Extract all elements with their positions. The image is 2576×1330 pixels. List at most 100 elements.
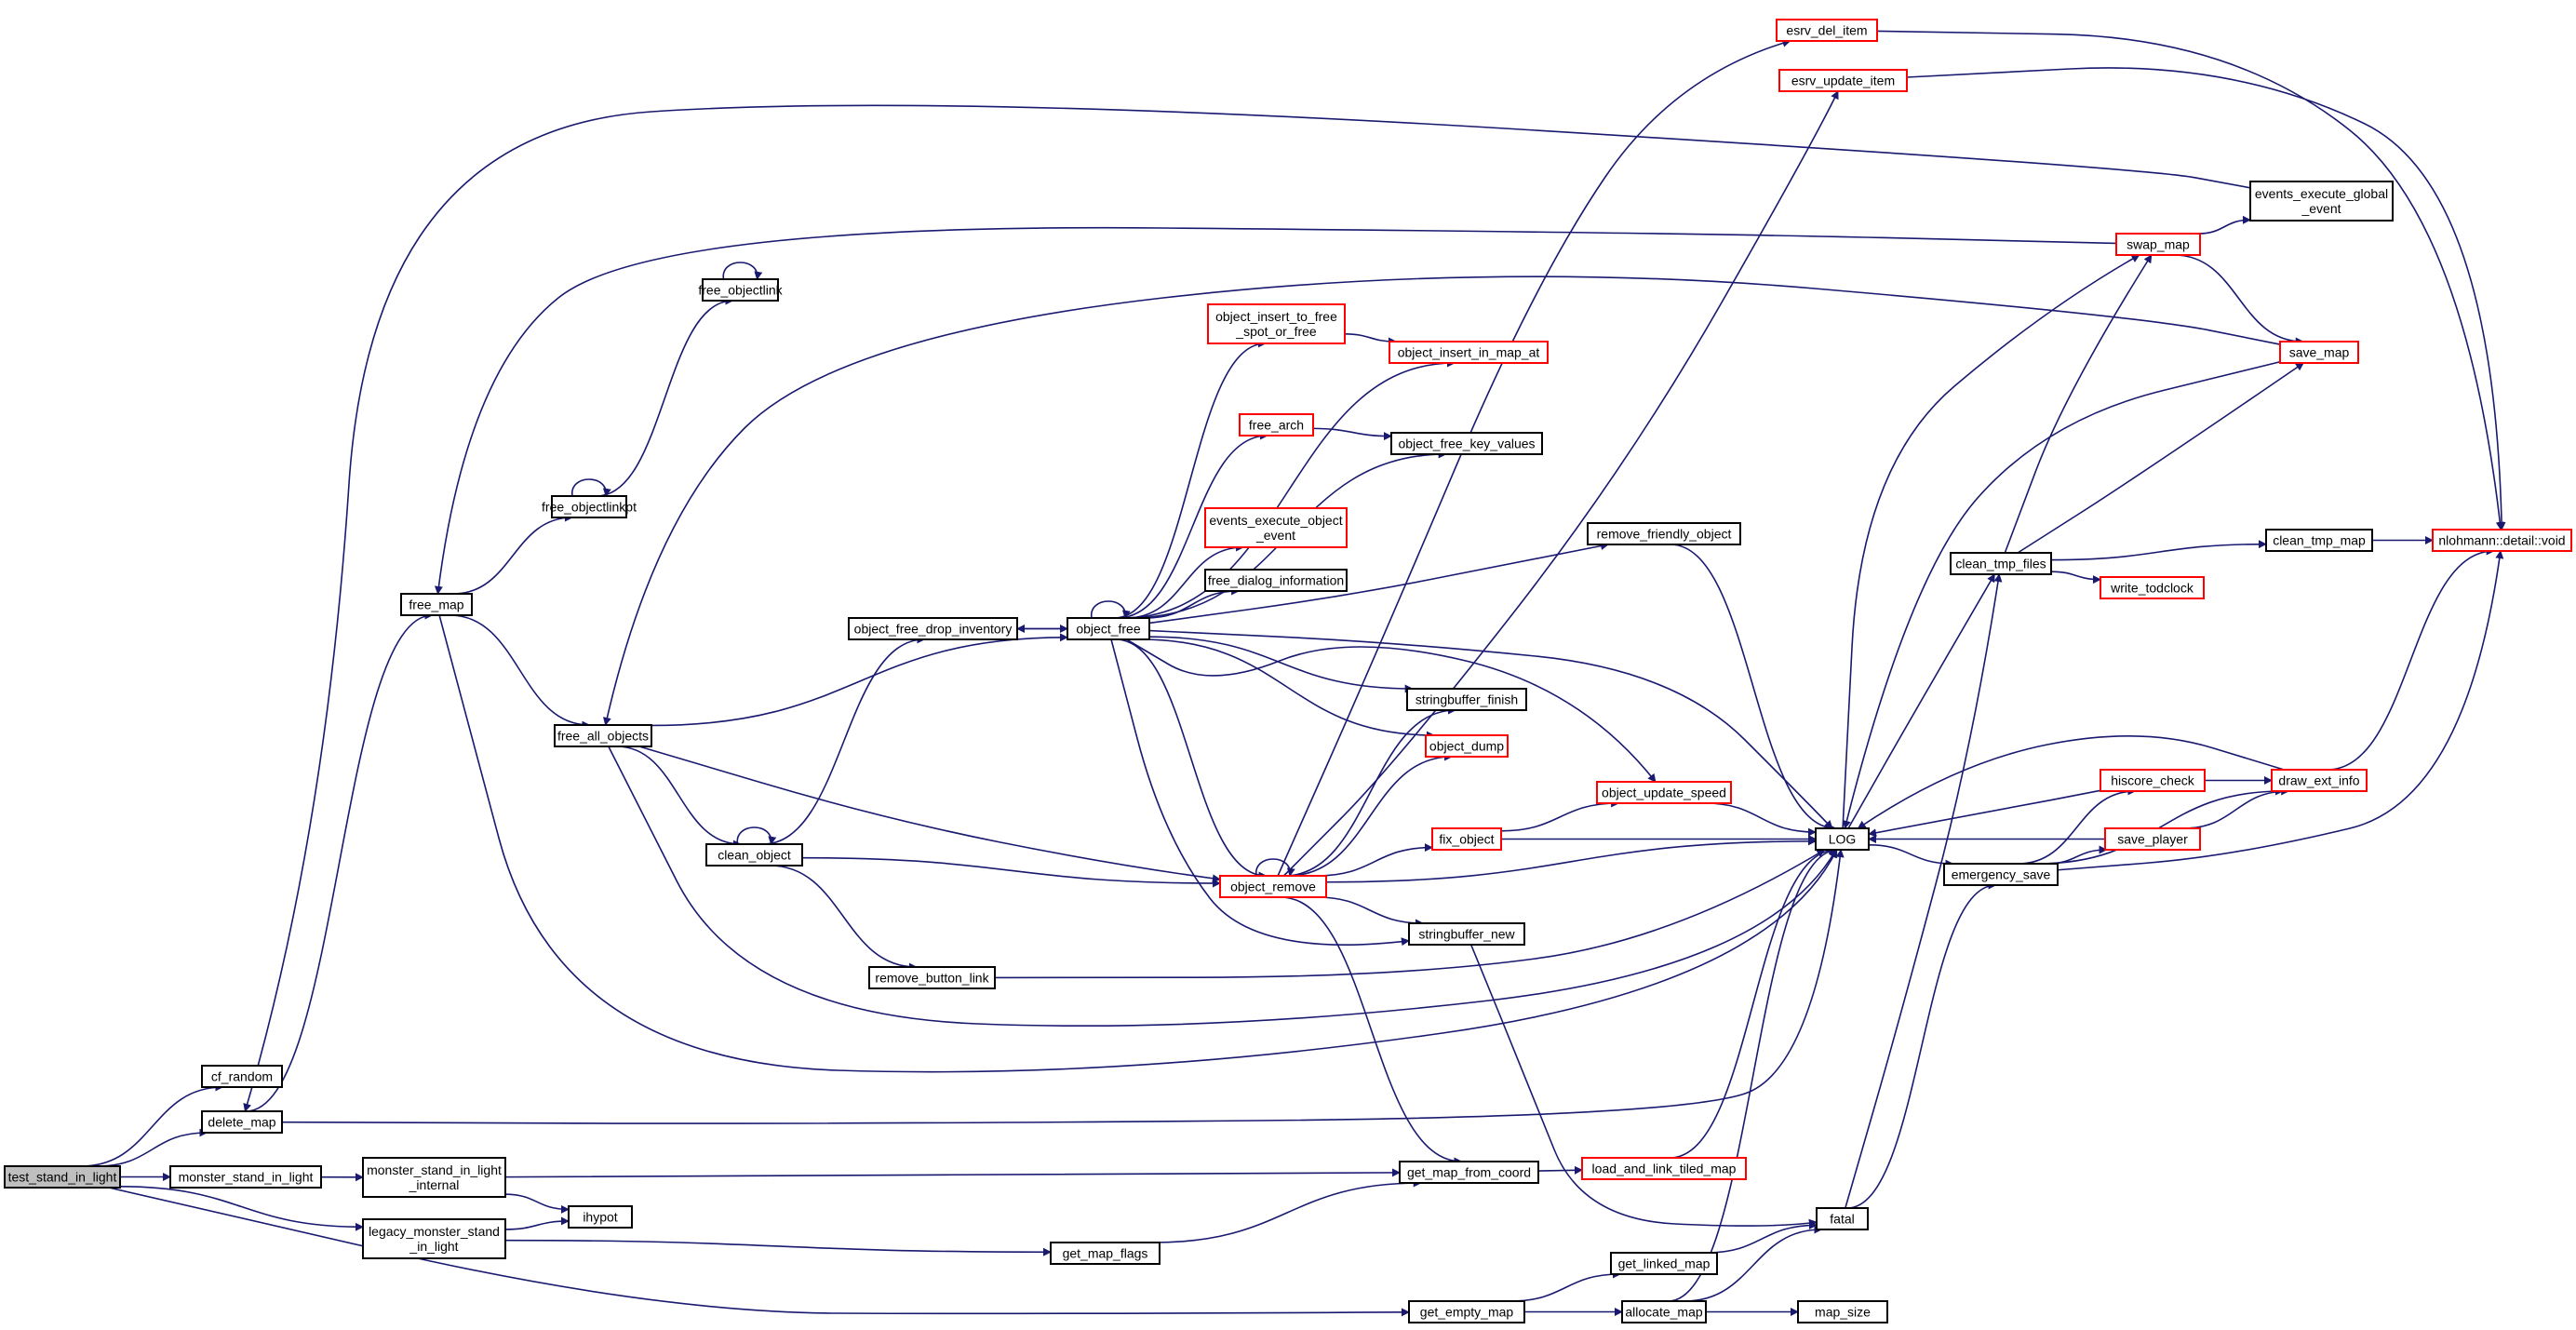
node-box[interactable] (1408, 1300, 1525, 1323)
node-events-execute-object-event[interactable]: events_execute_object_event (1204, 507, 1348, 548)
node-box[interactable] (1204, 507, 1348, 548)
node-get-map-from-coord[interactable]: get_map_from_coord (1399, 1161, 1539, 1184)
node-clean-tmp-files[interactable]: clean_tmp_files (1950, 552, 2052, 575)
node-delete-map[interactable]: delete_map (201, 1110, 283, 1134)
node-legacy-monster-stand-in-light[interactable]: legacy_monster_stand_in_light (362, 1218, 506, 1259)
node-LOG[interactable]: LOG (1815, 827, 1870, 851)
node-object-free-key-values[interactable]: object_free_key_values (1390, 432, 1543, 455)
node-box[interactable] (2249, 181, 2394, 222)
node-box[interactable] (2432, 529, 2572, 552)
node-write-todclock[interactable]: write_todclock (2100, 576, 2205, 599)
node-box[interactable] (554, 724, 652, 747)
node-box[interactable] (201, 1065, 283, 1088)
node-monster-stand-in-light-internal[interactable]: monster_stand_in_light_internal (362, 1157, 506, 1198)
node-free-dialog-information[interactable]: free_dialog_information (1204, 569, 1348, 592)
node-box[interactable] (169, 1165, 322, 1189)
node-box[interactable] (1815, 827, 1870, 851)
node-save-map[interactable]: save_map (2279, 341, 2359, 364)
node-stringbuffer-new[interactable]: stringbuffer_new (1408, 922, 1525, 946)
node-box[interactable] (1408, 922, 1525, 946)
node-free-all-objects[interactable]: free_all_objects (554, 724, 652, 747)
node-box[interactable] (1399, 1161, 1539, 1184)
node-cf-random[interactable]: cf_random (201, 1065, 283, 1088)
node-draw-ext-info[interactable]: draw_ext_info (2271, 769, 2368, 792)
node-box[interactable] (1204, 569, 1348, 592)
node-swap-map[interactable]: swap_map (2115, 233, 2201, 256)
node-box[interactable] (2265, 529, 2373, 552)
node-object-free[interactable]: object_free (1067, 617, 1150, 640)
node-nlohmann-detail-void[interactable]: nlohmann::detail::void (2432, 529, 2572, 552)
node-free-objectlink[interactable]: free_objectlink (698, 278, 784, 302)
node-remove-friendly-object[interactable]: remove_friendly_object (1587, 522, 1741, 545)
node-box[interactable] (1581, 1157, 1747, 1180)
node-get-map-flags[interactable]: get_map_flags (1050, 1242, 1161, 1265)
node-box[interactable] (1425, 734, 1509, 758)
node-events-execute-global-event[interactable]: events_execute_global_event (2249, 181, 2394, 222)
node-esrv-del-item[interactable]: esrv_del_item (1776, 19, 1878, 42)
node-box[interactable] (1390, 432, 1543, 455)
node-save-player[interactable]: save_player (2104, 827, 2201, 851)
node-box[interactable] (2279, 341, 2359, 364)
node-box[interactable] (1797, 1300, 1888, 1323)
node-box[interactable] (1816, 1207, 1869, 1230)
node-test-stand-in-light[interactable]: test_stand_in_light (4, 1165, 121, 1189)
node-fatal[interactable]: fatal (1816, 1207, 1869, 1230)
node-clean-tmp-map[interactable]: clean_tmp_map (2265, 529, 2373, 552)
node-box[interactable] (2100, 576, 2205, 599)
node-box[interactable] (1776, 19, 1878, 42)
node-object-update-speed[interactable]: object_update_speed (1596, 781, 1732, 804)
node-box[interactable] (1950, 552, 2052, 575)
node-get-empty-map[interactable]: get_empty_map (1408, 1300, 1525, 1323)
node-box[interactable] (1050, 1242, 1161, 1265)
node-box[interactable] (1610, 1252, 1718, 1275)
node-free-arch[interactable]: free_arch (1239, 413, 1314, 437)
node-esrv-update-item[interactable]: esrv_update_item (1778, 69, 1908, 92)
node-emergency-save[interactable]: emergency_save (1943, 863, 2059, 886)
node-box[interactable] (551, 495, 627, 518)
node-box[interactable] (568, 1205, 633, 1229)
node-stringbuffer-finish[interactable]: stringbuffer_finish (1406, 688, 1527, 711)
node-box[interactable] (4, 1165, 121, 1189)
node-box[interactable] (1067, 617, 1150, 640)
node-object-insert-in-map-at[interactable]: object_insert_in_map_at (1389, 341, 1549, 364)
node-box[interactable] (1431, 827, 1502, 851)
node-box[interactable] (400, 593, 473, 616)
node-box[interactable] (2104, 827, 2201, 851)
node-box[interactable] (702, 278, 779, 302)
node-box[interactable] (1621, 1300, 1707, 1323)
node-map-size[interactable]: map_size (1797, 1300, 1888, 1323)
node-free-map[interactable]: free_map (400, 593, 473, 616)
node-object-remove[interactable]: object_remove (1219, 875, 1327, 898)
node-allocate-map[interactable]: allocate_map (1621, 1300, 1707, 1323)
node-clean-object[interactable]: clean_object (705, 843, 803, 867)
node-box[interactable] (1596, 781, 1732, 804)
node-monster-stand-in-light[interactable]: monster_stand_in_light (169, 1165, 322, 1189)
node-box[interactable] (1239, 413, 1314, 437)
node-box[interactable] (1943, 863, 2059, 886)
node-box[interactable] (848, 617, 1018, 640)
node-box[interactable] (1587, 522, 1741, 545)
node-object-dump[interactable]: object_dump (1425, 734, 1509, 758)
node-remove-button-link[interactable]: remove_button_link (868, 966, 996, 989)
node-box[interactable] (201, 1110, 283, 1134)
node-box[interactable] (2115, 233, 2201, 256)
node-fix-object[interactable]: fix_object (1431, 827, 1502, 851)
node-box[interactable] (1219, 875, 1327, 898)
node-hiscore-check[interactable]: hiscore_check (2100, 769, 2206, 792)
node-object-insert-to-free-spot-or-free[interactable]: object_insert_to_free_spot_or_free (1207, 303, 1346, 344)
node-get-linked-map[interactable]: get_linked_map (1610, 1252, 1718, 1275)
node-box[interactable] (2100, 769, 2206, 792)
node-ihypot[interactable]: ihypot (568, 1205, 633, 1229)
node-box[interactable] (362, 1218, 506, 1259)
node-box[interactable] (705, 843, 803, 867)
node-box[interactable] (1389, 341, 1549, 364)
node-box[interactable] (1406, 688, 1527, 711)
node-box[interactable] (868, 966, 996, 989)
node-box[interactable] (1207, 303, 1346, 344)
node-load-and-link-tiled-map[interactable]: load_and_link_tiled_map (1581, 1157, 1747, 1180)
node-free-objectlinkpt[interactable]: free_objectlinkpt (542, 495, 637, 518)
node-box[interactable] (2271, 769, 2368, 792)
node-object-free-drop-inventory[interactable]: object_free_drop_inventory (848, 617, 1018, 640)
node-box[interactable] (1778, 69, 1908, 92)
node-box[interactable] (362, 1157, 506, 1198)
